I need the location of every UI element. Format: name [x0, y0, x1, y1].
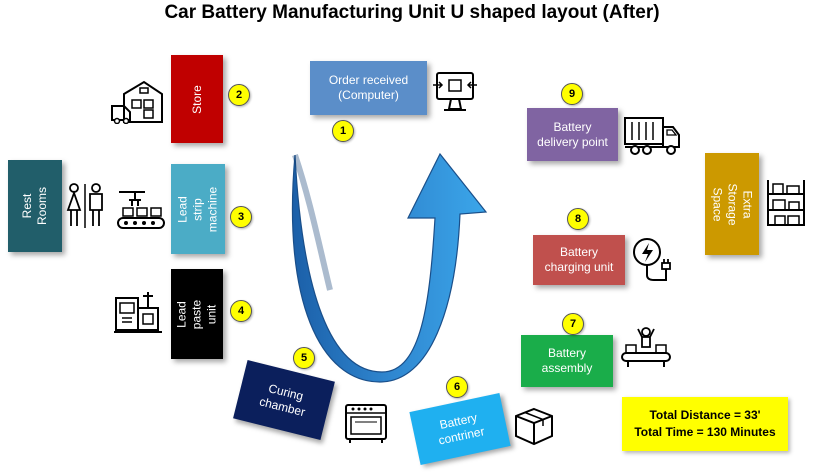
- lead-paste-unit-box: Lead paste unit: [171, 269, 223, 359]
- curing-chamber-label: Curing chamber: [257, 381, 307, 420]
- store-label: Store: [189, 84, 204, 114]
- step-number-8: 8: [567, 208, 589, 230]
- box-icon: [515, 407, 553, 446]
- order-received-box: Order received (Computer): [310, 61, 427, 115]
- machine-icon: [114, 292, 162, 333]
- battery-assembly-box: Battery assembly: [521, 335, 613, 387]
- lead-strip-machine-label: Lead strip machine: [175, 186, 220, 232]
- rest-rooms-box: Rest Rooms: [8, 160, 62, 252]
- battery-delivery-point-label: Battery delivery point: [537, 119, 608, 149]
- u-flow-arrow: [291, 152, 488, 383]
- lead-strip-machine-box: Lead strip machine: [171, 164, 225, 254]
- step-number-1: 1: [332, 120, 354, 142]
- extra-storage-space-box: Extra Storage Space: [705, 153, 759, 255]
- battery-delivery-point-box: Battery delivery point: [527, 108, 618, 161]
- charger-icon: [633, 238, 671, 281]
- conveyor-icon: [117, 191, 165, 229]
- step-number-3: 3: [230, 206, 252, 228]
- total-time: Total Time = 130 Minutes: [634, 425, 776, 439]
- lead-paste-unit-label: Lead paste unit: [174, 299, 219, 329]
- order-received-label: Order received (Computer): [328, 73, 409, 102]
- battery-assembly-label: Battery assembly: [541, 346, 593, 375]
- battery-charging-unit-label: Battery charging unit: [544, 245, 614, 274]
- step-number-2: 2: [228, 84, 250, 106]
- battery-container-label: Battery contriner: [437, 410, 486, 448]
- extra-storage-space-label: Extra Storage Space: [710, 182, 755, 226]
- total-distance: Total Distance = 33': [649, 408, 761, 423]
- oven-icon: [345, 404, 387, 443]
- battery-container-box: Battery contriner: [409, 393, 511, 465]
- computer-icon: [433, 72, 477, 111]
- assembly-icon: [621, 327, 671, 367]
- step-number-9: 9: [561, 83, 583, 105]
- step-number-7: 7: [562, 313, 584, 335]
- rest-rooms-label: Rest Rooms: [20, 187, 49, 226]
- warehouse-icon: [111, 80, 163, 124]
- store-box: Store: [171, 55, 223, 143]
- shelf-icon: [767, 180, 805, 226]
- step-number-5: 5: [293, 347, 315, 369]
- step-number-6: 6: [446, 376, 468, 398]
- totals-summary: Total Distance = 33' Total Time = 130 Mi…: [622, 397, 788, 451]
- step-number-4: 4: [230, 300, 252, 322]
- truck-icon: [624, 117, 680, 155]
- restroom-icon: [66, 183, 103, 228]
- battery-charging-unit-box: Battery charging unit: [533, 235, 625, 285]
- page-title: Car Battery Manufacturing Unit U shaped …: [164, 2, 660, 23]
